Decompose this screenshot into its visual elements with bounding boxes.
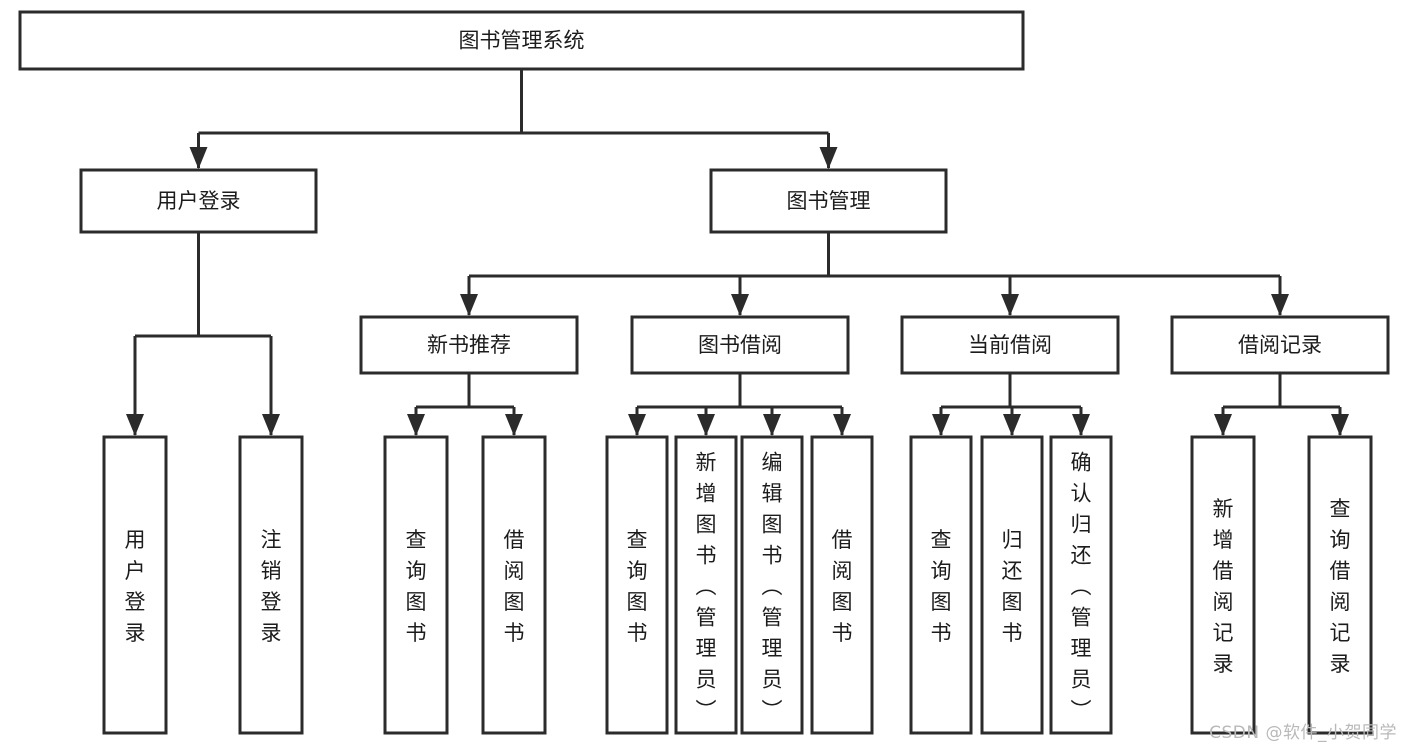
node-leaf-leaf-query-book-3-label: 查询图书 <box>931 528 952 645</box>
node-l2-book-management[interactable]: 图书管理 <box>709 168 948 234</box>
arrow-head-icon <box>1003 414 1021 436</box>
node-root-label: 图书管理系统 <box>459 29 585 53</box>
arrow-head-icon <box>1001 294 1019 316</box>
node-leaf-leaf-logout-login-label: 注销登录 <box>261 528 282 645</box>
node-l3-new-book-recommend[interactable]: 新书推荐 <box>359 315 579 375</box>
connectors-layer <box>126 69 1349 436</box>
node-l3-current-borrow[interactable]: 当前借阅 <box>900 315 1120 375</box>
node-leaf-leaf-borrow-book-2[interactable]: 借阅图书 <box>810 435 874 735</box>
node-leaf-leaf-query-book-3[interactable]: 查询图书 <box>909 435 973 735</box>
arrow-head-icon <box>126 414 144 436</box>
node-root-box <box>18 10 1025 71</box>
node-leaf-leaf-borrow-book-1-label: 借阅图书 <box>504 528 525 645</box>
node-leaf-leaf-query-book-1[interactable]: 查询图书 <box>383 435 449 735</box>
arrow-head-icon <box>1214 414 1232 436</box>
node-leaf-leaf-confirm-return-admin-label: 确认归还︵管理员︶ <box>1071 451 1092 723</box>
node-l3-book-borrow[interactable]: 图书借阅 <box>630 315 850 375</box>
node-root[interactable]: 图书管理系统 <box>18 10 1025 71</box>
arrow-head-icon <box>1271 294 1289 316</box>
arrow-head-icon <box>697 414 715 436</box>
node-leaf-leaf-return-book-box <box>980 435 1044 735</box>
node-l3-new-book-recommend-label: 新书推荐 <box>427 333 511 357</box>
node-l3-book-borrow-box <box>630 315 850 375</box>
nodes-layer: 图书管理系统用户登录图书管理新书推荐图书借阅当前借阅借阅记录用户登录注销登录查询… <box>18 10 1390 735</box>
node-leaf-leaf-edit-book-admin[interactable]: 编辑图书︵管理员︶ <box>740 435 804 735</box>
arrow-head-icon <box>932 414 950 436</box>
node-leaf-leaf-query-book-2[interactable]: 查询图书 <box>605 435 669 735</box>
node-leaf-leaf-confirm-return-admin-box <box>1049 435 1113 735</box>
node-leaf-leaf-logout-login[interactable]: 注销登录 <box>238 435 304 735</box>
node-l3-borrow-record[interactable]: 借阅记录 <box>1170 315 1390 375</box>
node-leaf-leaf-confirm-return-admin[interactable]: 确认归还︵管理员︶ <box>1049 435 1113 735</box>
node-leaf-leaf-return-book[interactable]: 归还图书 <box>980 435 1044 735</box>
node-leaf-leaf-edit-book-admin-box <box>740 435 804 735</box>
arrow-head-icon <box>763 414 781 436</box>
arrow-head-icon <box>460 294 478 316</box>
arrow-head-icon <box>1331 414 1349 436</box>
node-leaf-leaf-query-book-1-box <box>383 435 449 735</box>
arrow-head-icon <box>628 414 646 436</box>
node-l3-current-borrow-box <box>900 315 1120 375</box>
node-l2-user-login-box <box>79 168 318 234</box>
node-leaf-leaf-query-borrow-record[interactable]: 查询借阅记录 <box>1307 435 1373 735</box>
node-leaf-leaf-borrow-book-2-box <box>810 435 874 735</box>
node-l2-book-management-label: 图书管理 <box>787 189 871 213</box>
arrow-head-icon <box>731 294 749 316</box>
node-leaf-leaf-borrow-book-1-box <box>481 435 547 735</box>
node-leaf-leaf-borrow-book-1[interactable]: 借阅图书 <box>481 435 547 735</box>
node-leaf-leaf-add-book-admin-box <box>674 435 738 735</box>
node-leaf-leaf-query-borrow-record-label: 查询借阅记录 <box>1330 497 1351 676</box>
node-l3-current-borrow-label: 当前借阅 <box>968 333 1052 357</box>
node-l2-book-management-box <box>709 168 948 234</box>
node-l2-user-login-label: 用户登录 <box>157 189 241 213</box>
node-leaf-leaf-query-book-2-box <box>605 435 669 735</box>
arrow-head-icon <box>833 414 851 436</box>
arrow-head-icon <box>1072 414 1090 436</box>
arrow-head-icon <box>262 414 280 436</box>
node-l3-borrow-record-label: 借阅记录 <box>1238 333 1322 357</box>
node-leaf-leaf-add-borrow-record-label: 新增借阅记录 <box>1213 497 1234 676</box>
node-leaf-leaf-add-book-admin[interactable]: 新增图书︵管理员︶ <box>674 435 738 735</box>
node-leaf-leaf-return-book-label: 归还图书 <box>1002 528 1023 645</box>
node-leaf-leaf-user-login[interactable]: 用户登录 <box>102 435 168 735</box>
node-leaf-leaf-logout-login-box <box>238 435 304 735</box>
node-leaf-leaf-edit-book-admin-label: 编辑图书︵管理员︶ <box>762 451 783 723</box>
node-l3-borrow-record-box <box>1170 315 1390 375</box>
node-leaf-leaf-query-book-2-label: 查询图书 <box>627 528 648 645</box>
node-leaf-leaf-user-login-label: 用户登录 <box>125 528 146 645</box>
node-l3-new-book-recommend-box <box>359 315 579 375</box>
node-leaf-leaf-user-login-box <box>102 435 168 735</box>
node-l3-book-borrow-label: 图书借阅 <box>698 333 782 357</box>
watermark-label: CSDN @软件_小贺同学 <box>1209 723 1397 743</box>
arrow-head-icon <box>819 147 838 169</box>
arrow-head-icon <box>189 147 208 169</box>
node-leaf-leaf-borrow-book-2-label: 借阅图书 <box>832 528 853 645</box>
node-leaf-leaf-query-borrow-record-box <box>1307 435 1373 735</box>
node-leaf-leaf-add-book-admin-label: 新增图书︵管理员︶ <box>696 451 717 723</box>
arrow-head-icon <box>505 414 523 436</box>
node-leaf-leaf-query-book-3-box <box>909 435 973 735</box>
node-leaf-leaf-query-book-1-label: 查询图书 <box>406 528 427 645</box>
arrow-head-icon <box>407 414 425 436</box>
node-leaf-leaf-add-borrow-record[interactable]: 新增借阅记录 <box>1190 435 1256 735</box>
node-l2-user-login[interactable]: 用户登录 <box>79 168 318 234</box>
node-leaf-leaf-add-borrow-record-box <box>1190 435 1256 735</box>
